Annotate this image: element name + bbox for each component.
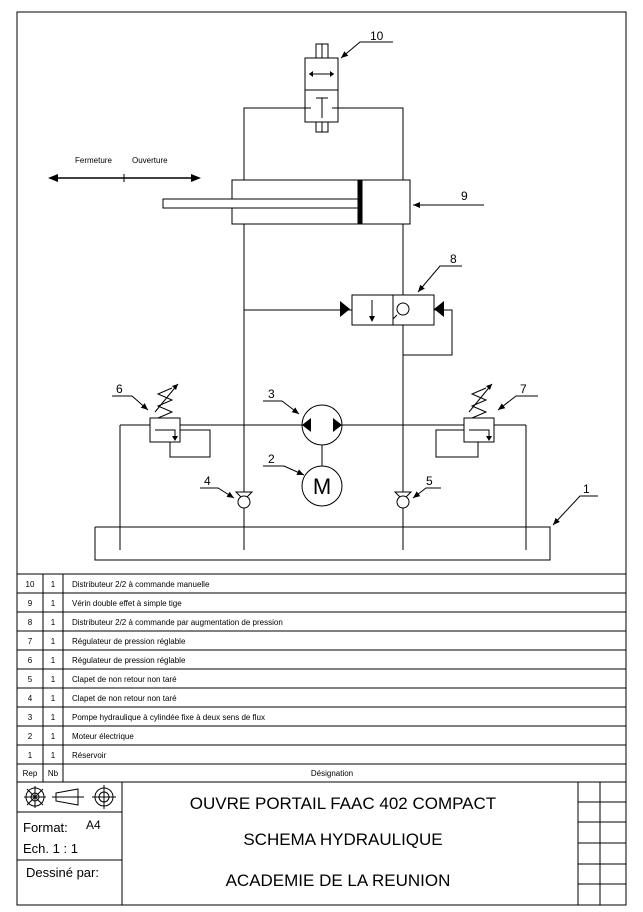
pressure-regulator-left xyxy=(149,383,181,443)
svg-text:1: 1 xyxy=(51,713,56,722)
svg-text:Vérin double effet à simple ti: Vérin double effet à simple tige xyxy=(72,599,182,608)
direction-arrow xyxy=(48,174,201,182)
projection-symbol-icon xyxy=(24,786,46,808)
table-row: 3 1 Pompe hydraulique à cylindée fixe à … xyxy=(28,713,265,722)
svg-text:Clapet de non retour non taré: Clapet de non retour non taré xyxy=(72,694,177,703)
svg-text:Distributeur 2/2 à commande pa: Distributeur 2/2 à commande par augmenta… xyxy=(72,618,283,627)
svg-text:Clapet de non retour non taré: Clapet de non retour non taré xyxy=(72,675,177,684)
nomenclature-table: 10 1 Distributeur 2/2 à commande manuell… xyxy=(17,573,626,783)
cone-icon xyxy=(52,788,84,806)
callout-5: 5 xyxy=(426,474,433,488)
table-row: 4 1 Clapet de non retour non taré xyxy=(28,694,177,703)
title-block: Format: A4 Ech. 1 : 1 Dessiné par: OUVRE… xyxy=(17,782,626,905)
electric-motor: M xyxy=(301,465,343,507)
table-row: 6 1 Régulateur de pression réglable xyxy=(28,656,186,665)
svg-text:Régulateur de pression réglabl: Régulateur de pression réglable xyxy=(72,656,186,665)
svg-text:9: 9 xyxy=(28,599,33,608)
svg-text:Réservoir: Réservoir xyxy=(72,751,107,760)
label-ouverture: Ouverture xyxy=(132,156,168,165)
table-row: 10 1 Distributeur 2/2 à commande manuell… xyxy=(26,580,210,589)
callout-8: 8 xyxy=(450,252,457,266)
svg-text:Distributeur 2/2 à commande ma: Distributeur 2/2 à commande manuelle xyxy=(72,580,210,589)
callout-9: 9 xyxy=(461,189,468,203)
table-header-row: Rep Nb Désignation xyxy=(23,769,353,778)
svg-text:1: 1 xyxy=(51,580,56,589)
drawing-subtitle: SCHEMA HYDRAULIQUE xyxy=(243,830,442,849)
svg-text:1: 1 xyxy=(51,618,56,627)
svg-text:Pompe hydraulique à cylindée f: Pompe hydraulique à cylindée fixe à deux… xyxy=(72,713,265,722)
callout-10: 10 xyxy=(370,29,384,43)
schematic: M Fermeture Ouverture 10 9 8 xyxy=(48,29,598,561)
table-row: 1 1 Réservoir xyxy=(28,751,107,760)
target-icon xyxy=(92,785,116,809)
svg-text:1: 1 xyxy=(51,599,56,608)
svg-text:1: 1 xyxy=(51,694,56,703)
svg-text:6: 6 xyxy=(28,656,33,665)
table-row: 8 1 Distributeur 2/2 à commande par augm… xyxy=(28,618,283,627)
header-nb: Nb xyxy=(48,769,59,778)
callout-4: 4 xyxy=(204,474,211,488)
label-fermeture: Fermeture xyxy=(75,156,112,165)
svg-text:1: 1 xyxy=(51,637,56,646)
motor-letter: M xyxy=(313,474,331,499)
svg-text:Régulateur de pression réglabl: Régulateur de pression réglable xyxy=(72,637,186,646)
drawing-title: OUVRE PORTAIL FAAC 402 COMPACT xyxy=(190,794,496,813)
drawn-by-label: Dessiné par: xyxy=(26,865,99,880)
check-valve-right xyxy=(393,491,413,509)
callout-3: 3 xyxy=(268,387,275,401)
table-row: 7 1 Régulateur de pression réglable xyxy=(28,637,186,646)
check-valve-left xyxy=(234,491,254,509)
callout-2: 2 xyxy=(268,452,275,466)
svg-text:5: 5 xyxy=(28,675,33,684)
svg-text:1: 1 xyxy=(28,751,33,760)
reservoir xyxy=(94,526,551,561)
header-rep: Rep xyxy=(23,769,38,778)
pipes xyxy=(119,107,527,550)
manual-distributor xyxy=(304,43,339,133)
svg-text:1: 1 xyxy=(51,675,56,684)
leader-lines xyxy=(112,41,598,526)
svg-text:1: 1 xyxy=(51,732,56,741)
svg-text:Moteur électrique: Moteur électrique xyxy=(72,732,134,741)
header-designation: Désignation xyxy=(311,769,353,778)
svg-text:1: 1 xyxy=(51,656,56,665)
svg-text:1: 1 xyxy=(51,751,56,760)
callout-6: 6 xyxy=(116,382,123,396)
pressure-regulator-right xyxy=(463,383,495,443)
double-acting-cylinder xyxy=(162,179,411,225)
table-row: 5 1 Clapet de non retour non taré xyxy=(28,675,177,684)
format-label: Format: xyxy=(23,820,68,835)
svg-text:7: 7 xyxy=(28,637,33,646)
svg-text:8: 8 xyxy=(28,618,33,627)
table-row: 2 1 Moteur électrique xyxy=(28,732,135,741)
drawing-frame xyxy=(16,11,627,906)
pressure-distributor xyxy=(340,294,444,326)
scale-label: Ech. 1 : 1 xyxy=(23,841,78,856)
callout-7: 7 xyxy=(520,382,527,396)
format-value: A4 xyxy=(86,818,101,832)
table-row: 9 1 Vérin double effet à simple tige xyxy=(28,599,182,608)
svg-text:4: 4 xyxy=(28,694,33,703)
svg-text:10: 10 xyxy=(26,580,35,589)
callout-1: 1 xyxy=(583,482,590,496)
hydraulic-pump xyxy=(301,404,343,446)
organization-name: ACADEMIE DE LA REUNION xyxy=(226,871,451,890)
svg-text:3: 3 xyxy=(28,713,33,722)
svg-text:2: 2 xyxy=(28,732,33,741)
